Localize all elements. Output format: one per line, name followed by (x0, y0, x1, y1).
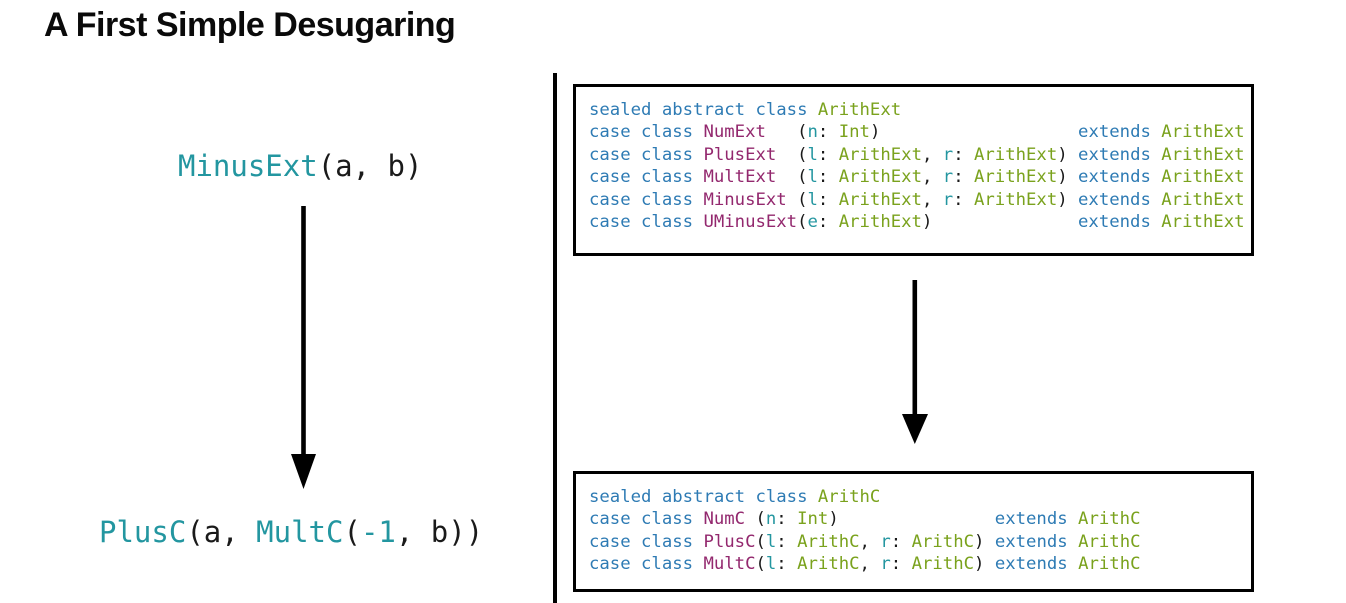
code-line: case class NumExt (n: Int) extends Arith… (589, 122, 1245, 143)
ext-code-box: sealed abstract class ArithExt case clas… (573, 84, 1254, 256)
code-line: sealed abstract class ArithC (589, 487, 881, 507)
desugared-expression: PlusC(a, MultC(-1, b)) (99, 515, 484, 549)
code-line: sealed abstract class ArithExt (589, 100, 902, 120)
sugar-expression: MinusExt(a, b) (178, 149, 423, 183)
code-line: case class PlusExt (l: ArithExt, r: Arit… (589, 144, 1245, 165)
code-line: case class MultExt (l: ArithExt, r: Arit… (589, 167, 1245, 188)
desugar-arrow-left (291, 206, 316, 489)
code-line: case class UMinusExt(e: ArithExt) extend… (589, 212, 1245, 233)
desugar-arrow-right (902, 280, 928, 444)
code-line: case class NumC (n: Int) extends ArithC (589, 509, 1141, 530)
code-line: case class PlusC(l: ArithC, r: ArithC) e… (589, 531, 1141, 552)
code-line: case class MultC(l: ArithC, r: ArithC) e… (589, 554, 1141, 575)
vertical-divider (553, 73, 557, 603)
code-line: case class MinusExt (l: ArithExt, r: Ari… (589, 189, 1245, 210)
slide-title: A First Simple Desugaring (44, 6, 456, 44)
core-code-box: sealed abstract class ArithC case class … (573, 471, 1254, 592)
